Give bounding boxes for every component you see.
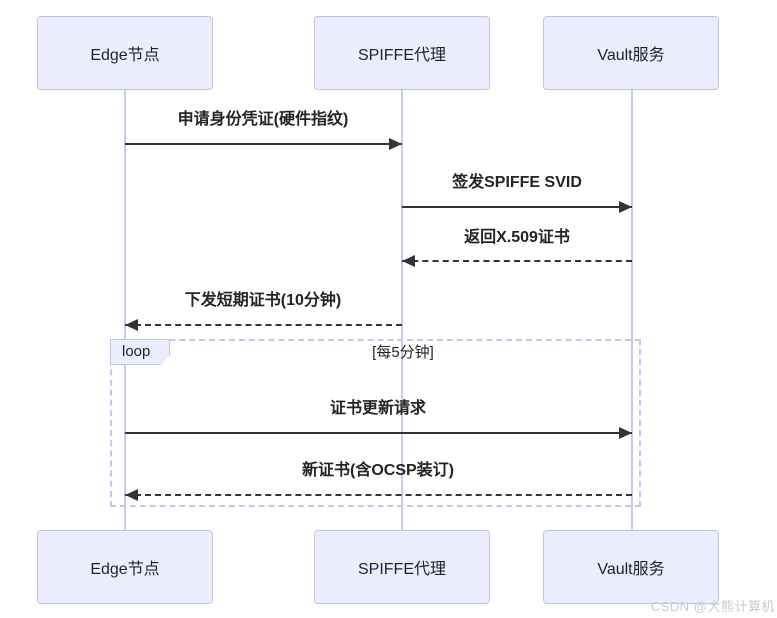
lifeline-vault (631, 90, 633, 531)
actor-box-spiffe-bottom: SPIFFE代理 (314, 530, 490, 604)
message-line (125, 324, 402, 326)
arrowhead-right-icon (619, 201, 632, 213)
message-label: 返回X.509证书 (464, 229, 570, 246)
lifeline-spiffe (401, 90, 403, 531)
actor-box-vault-bottom: Vault服务 (543, 530, 719, 604)
arrowhead-left-icon (402, 255, 415, 267)
actor-label: Edge节点 (90, 561, 160, 578)
message-line (125, 494, 632, 496)
actor-box-vault-top: Vault服务 (543, 16, 719, 90)
message-label: 证书更新请求 (329, 400, 427, 417)
arrowhead-left-icon (125, 489, 138, 501)
actor-box-spiffe-top: SPIFFE代理 (314, 16, 490, 90)
actor-label: SPIFFE代理 (357, 561, 446, 578)
actor-label: SPIFFE代理 (357, 47, 446, 64)
actor-label: Vault服务 (597, 561, 665, 578)
lifeline-edge (124, 90, 126, 531)
actor-label: Vault服务 (597, 47, 665, 64)
message-line (125, 143, 402, 145)
arrowhead-right-icon (389, 138, 402, 150)
message-label: 签发SPIFFE SVID (452, 174, 582, 191)
csdn-watermark: CSDN @大熊计算机 (650, 599, 775, 614)
message-line (125, 432, 632, 434)
message-line (402, 260, 632, 262)
actor-box-edge-top: Edge节点 (37, 16, 213, 90)
loop-frame (110, 339, 641, 507)
message-label: 新证书(含OCSP装订) (301, 462, 455, 479)
arrowhead-left-icon (125, 319, 138, 331)
message-label: 申请身份凭证(硬件指纹) (177, 111, 349, 128)
message-line (402, 206, 632, 208)
loop-label: loop (110, 339, 170, 365)
actor-box-edge-bottom: Edge节点 (37, 530, 213, 604)
message-label: 下发短期证书(10分钟) (184, 292, 342, 309)
arrowhead-right-icon (619, 427, 632, 439)
loop-condition: [每5分钟] (372, 344, 434, 361)
actor-label: Edge节点 (90, 47, 160, 64)
